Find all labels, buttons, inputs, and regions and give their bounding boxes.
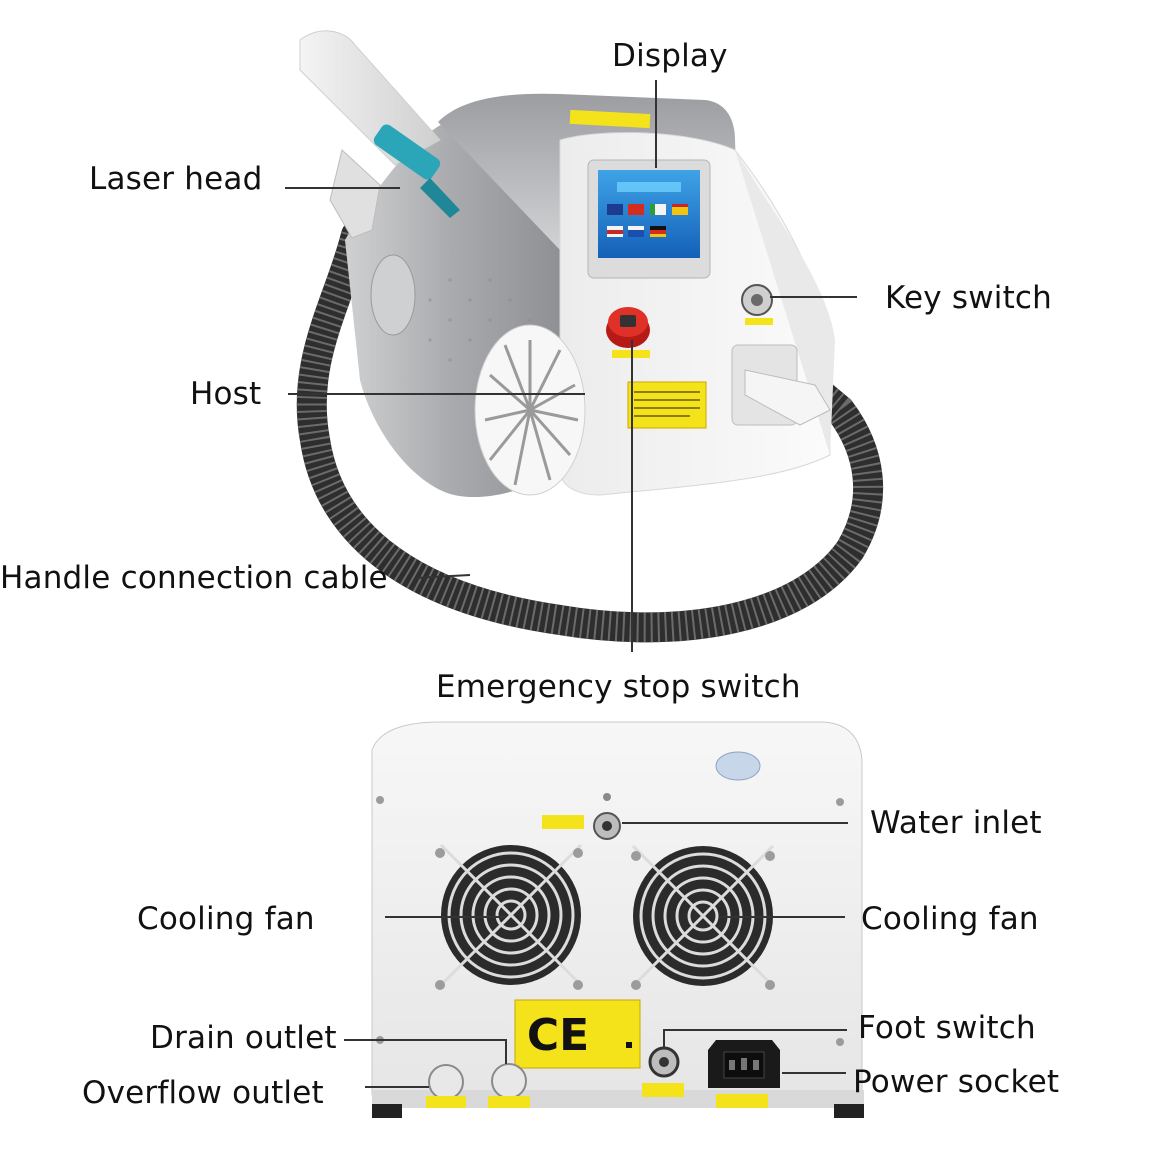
- label-host: Host: [190, 376, 262, 412]
- ce-mark-label: CE: [514, 999, 641, 1069]
- emergency-stop-button: [606, 307, 650, 358]
- cooling-fan-left: [435, 843, 583, 990]
- foot-switch-leader: [663, 1029, 847, 1048]
- key-switch: [741, 284, 773, 325]
- label-emergency-stop: Emergency stop switch: [436, 669, 801, 705]
- foot-switch-socket: [642, 1046, 684, 1097]
- drain-outlet-knob: [488, 1063, 530, 1108]
- label-handle-cable: Handle connection cable: [0, 560, 388, 596]
- overflow-outlet-knob: [426, 1064, 466, 1108]
- label-foot-switch: Foot switch: [858, 1010, 1036, 1046]
- laser-head: [299, 30, 460, 239]
- warning-label: [627, 381, 707, 429]
- label-key-switch: Key switch: [885, 280, 1053, 316]
- ce-mark-text: CE: [527, 1010, 589, 1061]
- handle-connection-cable: [296, 220, 884, 643]
- label-water-inlet: Water inlet: [870, 805, 1042, 841]
- label-cooling-fan-right: Cooling fan: [861, 901, 1039, 937]
- label-cooling-fan-left: Cooling fan: [137, 901, 315, 937]
- label-display: Display: [612, 38, 728, 74]
- handle-cable-leader: [414, 574, 471, 579]
- label-drain-outlet: Drain outlet: [150, 1020, 337, 1056]
- label-laser-head: Laser head: [89, 161, 263, 197]
- leader-lines: [285, 80, 857, 1088]
- language-flags: [607, 204, 688, 237]
- water-inlet-port: [542, 793, 621, 840]
- cooling-fan-right: [631, 844, 775, 990]
- drain-outlet-leader: [344, 1039, 507, 1064]
- power-socket: [708, 1040, 780, 1108]
- label-overflow-outlet: Overflow outlet: [82, 1075, 324, 1111]
- host-unit: [345, 93, 835, 498]
- label-power-socket: Power socket: [853, 1064, 1060, 1100]
